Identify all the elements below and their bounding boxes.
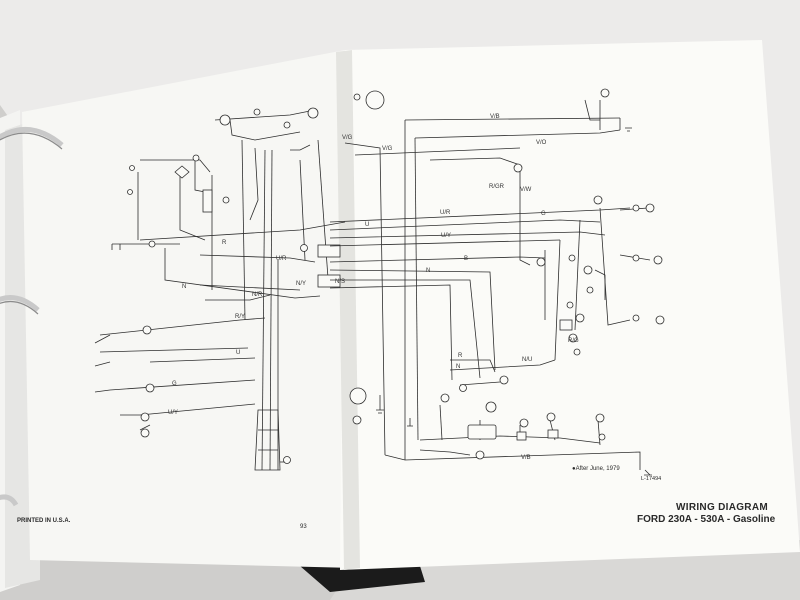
wire-label-rg: R/G (568, 338, 579, 344)
wire-label-ny: N/Y (296, 281, 307, 287)
date-note-text: After June, 1979 (575, 466, 620, 472)
right-components (349, 88, 665, 460)
wire-label-vo: V/O (536, 140, 547, 146)
binder-cover (300, 566, 425, 592)
diagram-subtitle: FORD 230A - 530A - Gasoline (637, 514, 776, 525)
printed-footer: PRINTED IN U.S.A. (17, 518, 71, 524)
wire-label-n-low: N (456, 364, 461, 370)
figure-code: L-17494 (641, 476, 662, 482)
left-components (127, 107, 341, 464)
wire-label-b-mid: B (464, 256, 469, 262)
wire-label-n-left: N (182, 284, 187, 290)
left-wiring (94, 109, 346, 471)
wire-label-ur-right: U/R (440, 210, 451, 216)
wire-label-u-mid: U (365, 222, 370, 228)
wire-label-rgr: R/GR (489, 184, 504, 190)
date-note: ●After June, 1979 (572, 466, 620, 472)
wire-label-n-mid: N (426, 268, 431, 274)
binder-rings (0, 127, 64, 507)
wire-label-ur-left: U/R (276, 256, 287, 262)
wire-label-u-low: U (236, 350, 241, 356)
wire-label-vg-left: V/G (342, 135, 353, 141)
wire-label-vg-mid: V/G (382, 146, 393, 152)
wire-label-g-low: G (172, 381, 177, 387)
wire-label-vb-top: V/B (490, 114, 500, 120)
wire-label-vb-bottom: V/B (521, 455, 531, 461)
wire-label-ns: N/S (335, 279, 346, 285)
wire-label-g-right: G (541, 211, 546, 217)
wire-label-uy-low: U/Y (168, 410, 179, 416)
wire-label-ry: R/Y (235, 314, 246, 320)
wire-label-r-left: R (222, 240, 227, 246)
right-wiring (329, 99, 652, 476)
wire-label-nr: N/R (252, 292, 263, 298)
wire-label-nu: N/U (522, 357, 533, 363)
wire-label-vw: V/W (520, 187, 532, 193)
diagram-title: WIRING DIAGRAM (676, 502, 768, 513)
wire-label-r-low: R (458, 353, 463, 359)
page-number: 93 (300, 524, 307, 530)
left-page (22, 50, 355, 568)
wire-label-uy-right: U/Y (441, 233, 452, 239)
